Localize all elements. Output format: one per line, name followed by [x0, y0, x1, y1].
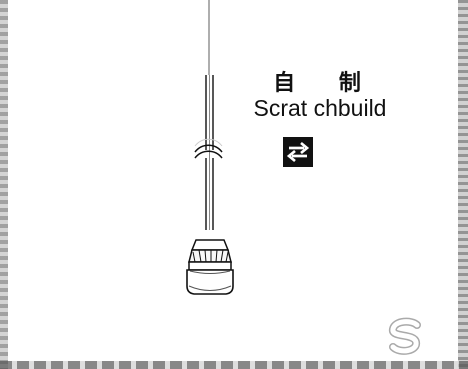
- title-cjk: 自 制: [273, 71, 379, 96]
- antenna-mast: [205, 0, 214, 230]
- swap-arrows-icon: [283, 137, 313, 167]
- outlined-s-logo-icon: [389, 317, 421, 355]
- subtitle: Scrat chbuild: [253, 95, 387, 121]
- antenna-base: [186, 239, 234, 295]
- break-symbol: [194, 138, 223, 159]
- title-block: 自 制 Scrat chbuild: [225, 71, 415, 121]
- bottom-scan-border: [0, 361, 468, 369]
- right-scan-border: [458, 0, 468, 369]
- left-scan-border: [0, 0, 8, 369]
